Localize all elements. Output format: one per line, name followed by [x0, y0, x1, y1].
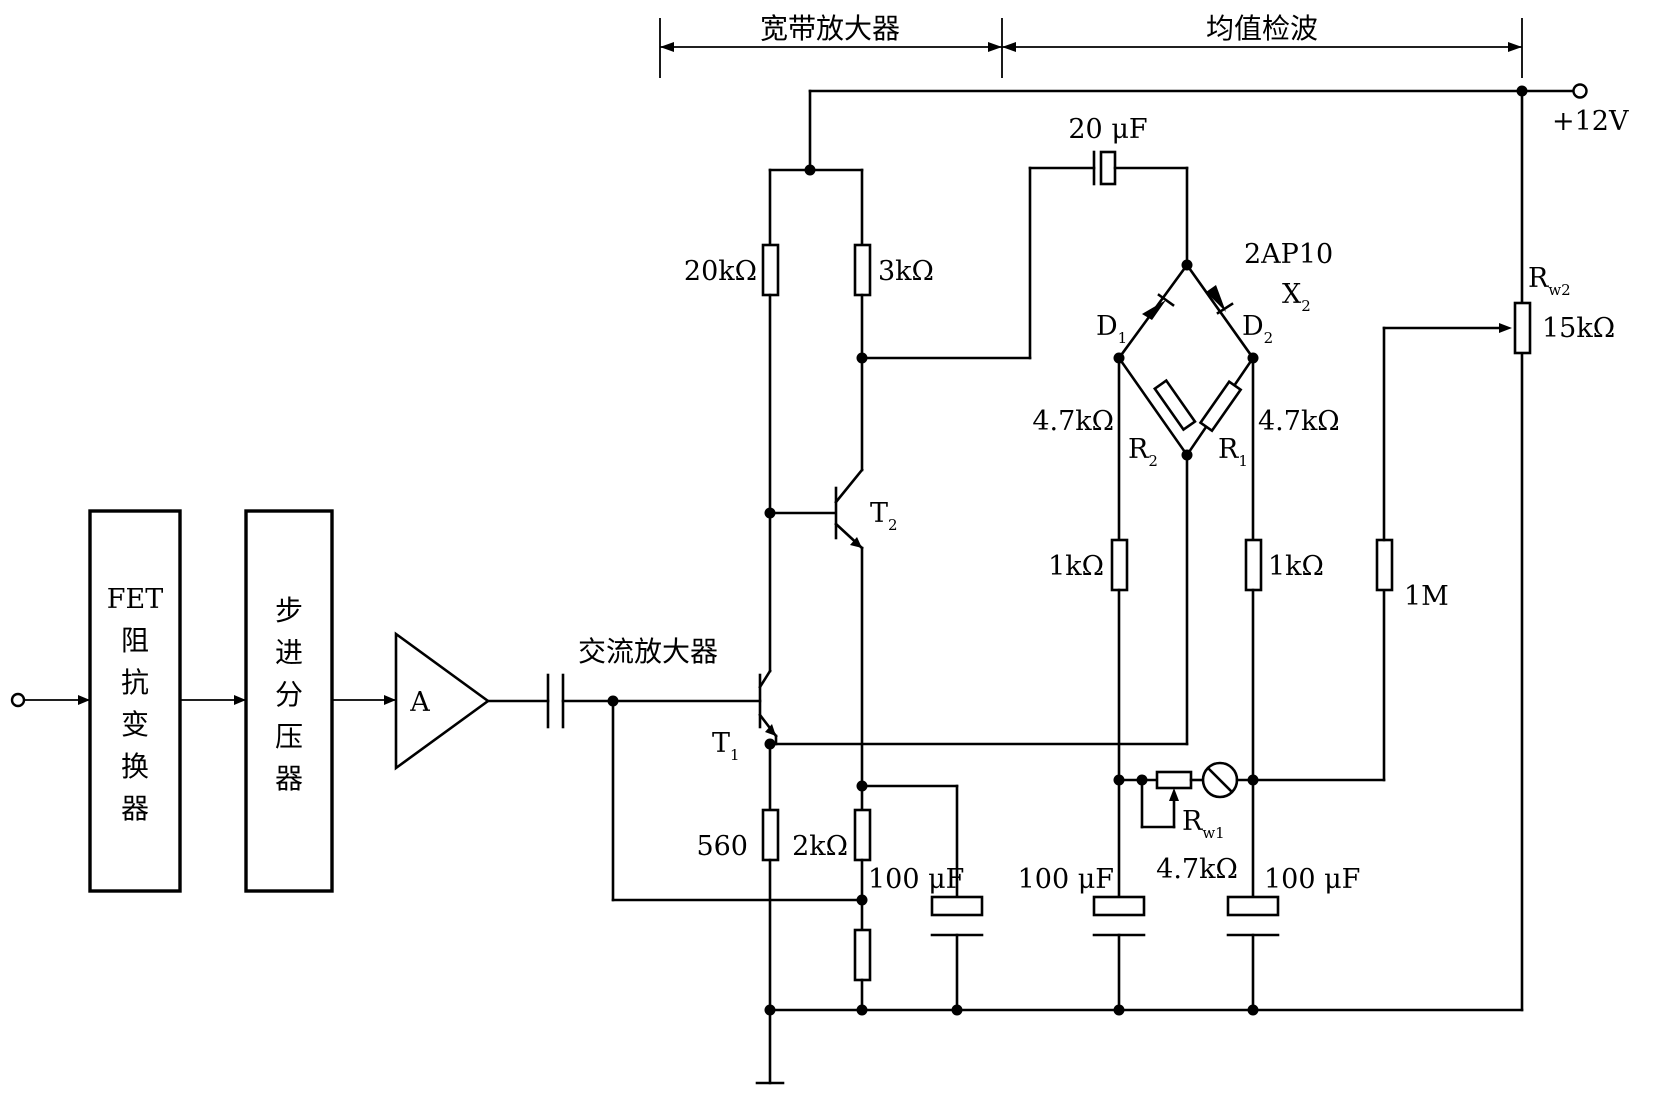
capacitor-100uf-2 [1092, 895, 1146, 917]
label-20uf: 20 μF [1068, 114, 1147, 145]
label-rw2: Rw2 [1528, 263, 1571, 299]
arrow-icon [78, 695, 90, 705]
label-100uf-2: 100 μF [1018, 864, 1114, 895]
fet-block-char: 变 [121, 708, 149, 741]
resistor-3k [853, 243, 872, 297]
section-markers: 宽带放大器 均值检波 [659, 12, 1523, 78]
divider-block-char: 进 [275, 636, 303, 669]
fet-block-char: 阻 [121, 624, 149, 657]
label-rw1: Rw1 [1182, 806, 1225, 842]
amplifier-label: A [409, 687, 430, 718]
section-label-wideband: 宽带放大器 [760, 12, 900, 45]
label-t2: T2 [870, 498, 898, 534]
step-divider-block [244, 509, 334, 893]
potentiometer-rw1 [1155, 770, 1193, 790]
wideband-amplifier: 20kΩ 3kΩ T2 T1 交流放大器 560 [578, 168, 1189, 1016]
fet-block-char: 抗 [121, 666, 149, 699]
divider-block-char: 分 [275, 678, 303, 711]
label-100uf-1: 100 μF [868, 864, 964, 895]
rails: +12V [755, 83, 1629, 1085]
divider-block-char: 器 [275, 762, 303, 795]
label-100uf-3: 100 μF [1264, 864, 1360, 895]
label-20k: 20kΩ [684, 256, 757, 287]
resistor-lower [853, 928, 872, 982]
fet-block-char: 换 [121, 750, 149, 783]
supply-label: +12V [1552, 106, 1629, 137]
resistor-1k-right [1244, 538, 1263, 592]
resistor-1m [1375, 538, 1394, 592]
fet-impedance-converter-block [88, 509, 182, 893]
input-chain: FET 阻 抗 变 换 器 步 进 分 压 器 A [10, 509, 762, 893]
ac-amplifier-label: 交流放大器 [578, 635, 718, 668]
diode-d1 [1142, 293, 1175, 320]
label-1m: 1M [1404, 581, 1449, 612]
capacitor-20uf [1099, 150, 1117, 186]
arrow-icon [234, 695, 246, 705]
fet-block-char: 器 [121, 792, 149, 825]
label-d2: D2 [1242, 311, 1273, 347]
label-1k-left: 1kΩ [1048, 551, 1104, 582]
label-rw1-value: 4.7kΩ [1156, 854, 1238, 885]
amplifier-triangle [394, 631, 491, 771]
divider-block-char: 步 [275, 594, 303, 627]
capacitor-100uf-3 [1226, 895, 1280, 917]
section-label-mean-detector: 均值检波 [1206, 12, 1318, 45]
label-3k: 3kΩ [878, 256, 934, 287]
capacitor-100uf-1 [930, 895, 984, 917]
resistor-r1 [1198, 379, 1243, 433]
label-47k-left: 4.7kΩ [1032, 406, 1114, 437]
input-terminal [10, 692, 26, 708]
arrow-icon [384, 695, 396, 705]
fet-block-label: FET [107, 584, 163, 615]
resistor-2k [853, 808, 872, 862]
label-t1: T1 [712, 728, 740, 764]
label-2k: 2kΩ [792, 831, 848, 862]
label-47k-right: 4.7kΩ [1258, 406, 1340, 437]
resistor-r2 [1152, 378, 1197, 432]
label-x2: X2 [1282, 279, 1311, 315]
label-d1: D1 [1096, 311, 1127, 347]
resistor-1k-left [1110, 538, 1129, 592]
supply-terminal [1572, 83, 1588, 99]
resistor-560 [761, 808, 780, 862]
label-2ap10: 2AP10 [1244, 239, 1333, 270]
diode-d2 [1206, 285, 1234, 315]
mean-detector: 20 μF 2AP10 X2 D1 D2 4.7kΩ 4.7kΩ R2 R1 [1018, 114, 1615, 1016]
potentiometer-rw2 [1513, 301, 1532, 355]
label-rw2-value: 15kΩ [1542, 313, 1615, 344]
label-r1: R1 [1218, 434, 1248, 470]
resistor-20k [761, 243, 780, 297]
divider-block-char: 压 [275, 720, 303, 753]
label-1k-right: 1kΩ [1268, 551, 1324, 582]
label-r2: R2 [1128, 434, 1158, 470]
label-560: 560 [696, 831, 748, 862]
